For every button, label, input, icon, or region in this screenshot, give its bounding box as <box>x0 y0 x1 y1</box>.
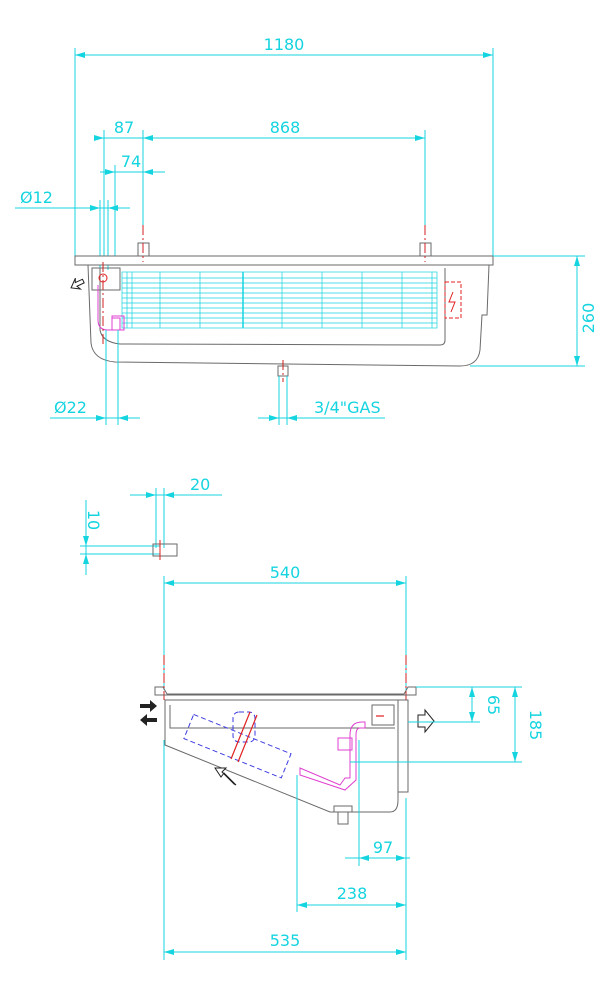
bracket-part <box>152 543 178 557</box>
lightning-icon <box>448 291 456 313</box>
connection-box <box>91 267 121 291</box>
drain-socket <box>333 805 353 813</box>
heat-exchanger-grid <box>121 271 438 329</box>
electric-box <box>444 281 462 319</box>
dim-pipe-small: Ø12 <box>15 188 130 270</box>
top-flange <box>74 255 494 266</box>
dim-top-height-label: 65 <box>484 695 503 715</box>
dim-mount: 87 868 <box>94 118 426 260</box>
bracket-detail: 20 10 <box>80 475 222 575</box>
dim-small-offset-label: 74 <box>121 152 141 171</box>
dim-total-height: 185 <box>350 686 545 763</box>
airflow-arrow-icon <box>70 277 85 290</box>
dim-drain-offset: 97 <box>345 740 410 960</box>
fan-motor <box>183 713 292 779</box>
dim-pipe-small-label: Ø12 <box>20 188 53 207</box>
inner-shell <box>99 268 446 346</box>
refrigerant-pipe <box>299 721 366 791</box>
unit-front-body <box>70 225 494 382</box>
dim-pipe-offset-label: 238 <box>337 884 368 903</box>
dim-total-height-label: 185 <box>526 710 545 741</box>
terminal-box <box>371 704 395 726</box>
top-flange-side <box>154 686 417 696</box>
dim-bottom-width: 535 <box>163 740 406 960</box>
body-shell <box>87 264 490 367</box>
dim-bottom-width-label: 535 <box>270 931 301 950</box>
dim-pipe-offset: 238 <box>296 775 406 912</box>
bracket-height-label: 10 <box>84 510 103 530</box>
bracket-width-label: 20 <box>190 475 210 494</box>
dim-mount-spacing-label: 868 <box>270 118 301 137</box>
front-view: 1180 87 868 74 Ø <box>15 35 598 425</box>
dim-drain: 3/4"GAS <box>258 376 385 425</box>
dim-height-label: 260 <box>579 303 598 334</box>
inlet-arrow-icon <box>140 700 157 712</box>
pipe-loop <box>97 285 121 331</box>
drain-pipe <box>337 811 349 825</box>
dim-offset-label: 87 <box>114 118 134 137</box>
inner-liner <box>169 705 395 729</box>
dim-total-width-label: 1180 <box>264 35 305 54</box>
side-shell <box>164 699 399 813</box>
dim-top-height: 65 <box>408 686 503 723</box>
dim-small-offset: 74 <box>100 152 165 260</box>
dim-top-width: 540 <box>163 563 407 690</box>
dim-pipe-large-label: Ø22 <box>54 398 87 417</box>
intake-arrow-icon <box>214 767 237 786</box>
fan-hub <box>232 711 256 743</box>
dim-drain-label: 3/4"GAS <box>314 398 381 417</box>
unit-side-body <box>140 686 435 825</box>
side-view: 540 <box>140 563 545 960</box>
outlet-arrow-icon <box>140 714 157 726</box>
dim-height: 260 <box>470 255 598 367</box>
discharge-arrow-icon <box>417 708 435 734</box>
side-panel <box>397 699 409 793</box>
dim-pipe-large: Ø22 <box>50 330 140 425</box>
dim-top-width-label: 540 <box>270 563 301 582</box>
dim-drain-offset-label: 97 <box>373 838 393 857</box>
dim-total-width: 1180 <box>74 35 494 260</box>
